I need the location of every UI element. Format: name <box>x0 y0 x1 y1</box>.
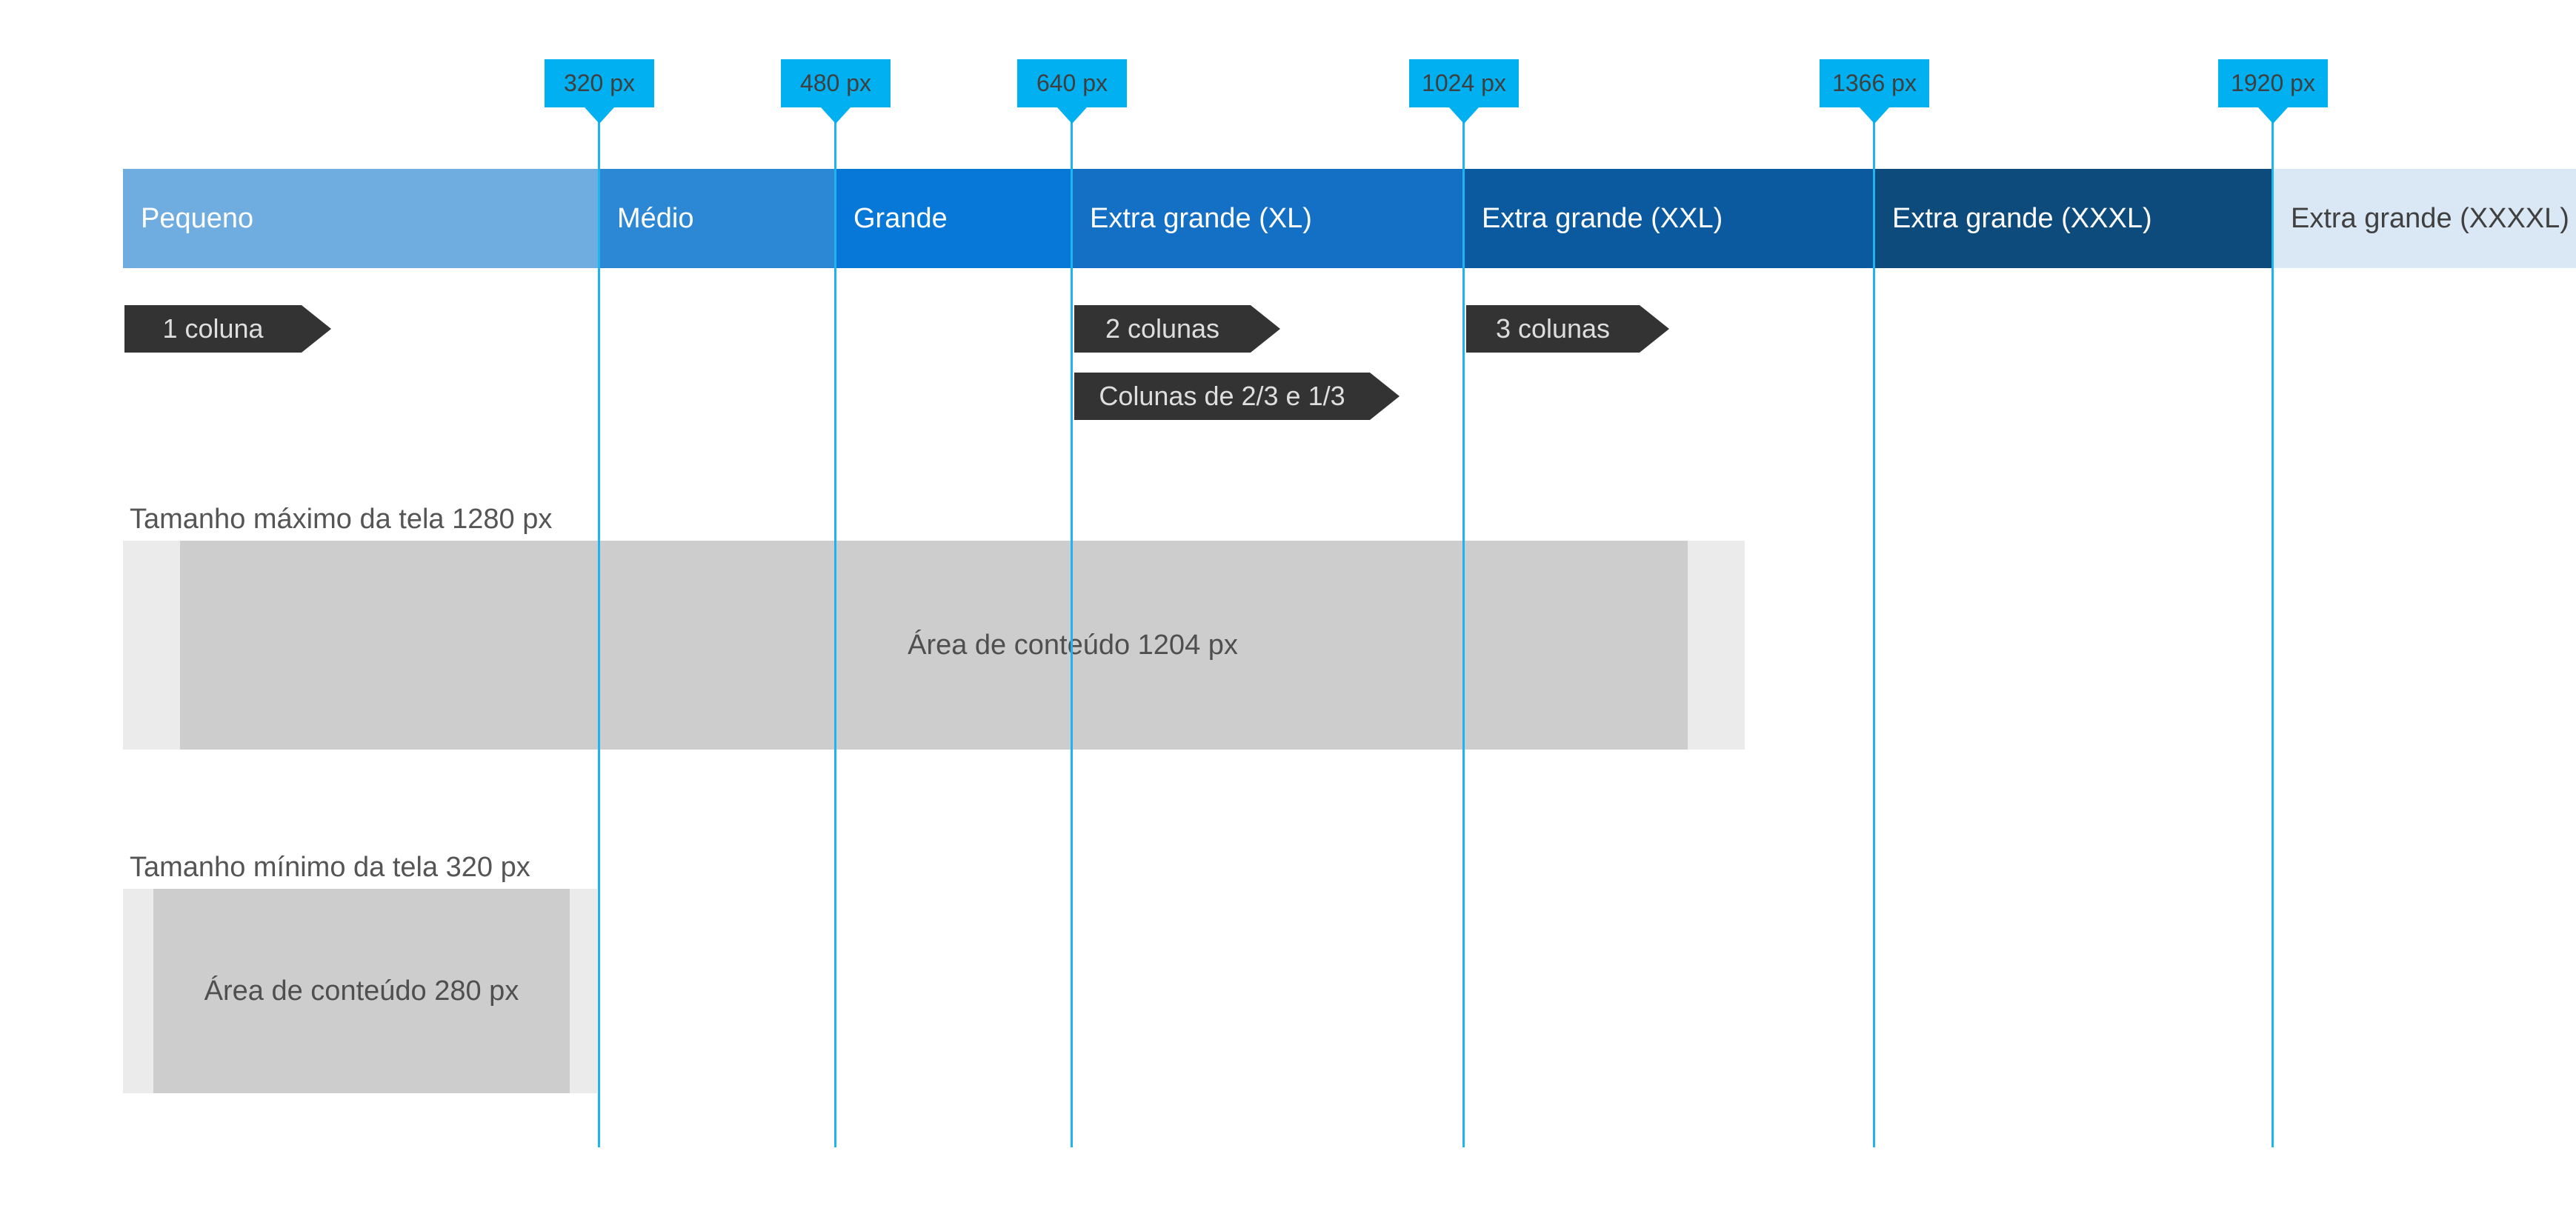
breakpoint-flag-1024: 1024 px <box>1409 59 1519 107</box>
size-segment-xxxl: Extra grande (XXXL) <box>1874 169 2273 268</box>
size-segment-xl: Extra grande (XL) <box>1072 169 1464 268</box>
min-content-area-label: Área de conteúdo 280 px <box>204 975 519 1007</box>
tag-3-colunas: 3 colunas <box>1466 305 1669 353</box>
breakpoint-flag-640: 640 px <box>1017 59 1127 107</box>
size-class-bar: Pequeno Médio Grande Extra grande (XL) E… <box>0 169 2576 268</box>
breakpoint-line-1366 <box>1873 119 1875 1147</box>
flag-pointer-1366 <box>1860 107 1889 124</box>
flag-pointer-480 <box>821 107 851 124</box>
size-segment-xxl: Extra grande (XXL) <box>1464 169 1874 268</box>
flag-pointer-320 <box>585 107 614 124</box>
breakpoint-line-1024 <box>1462 119 1465 1147</box>
tag-colunas-2-3-e-1-3: Colunas de 2/3 e 1/3 <box>1074 373 1400 420</box>
min-content-area <box>153 889 570 1093</box>
breakpoint-line-1920 <box>2272 119 2274 1147</box>
breakpoint-flag-320: 320 px <box>545 59 654 107</box>
max-content-area-label: Área de conteúdo 1204 px <box>908 630 1238 661</box>
max-screen-label: Tamanho máximo da tela 1280 px <box>130 504 553 535</box>
breakpoint-line-320 <box>598 119 600 1147</box>
tag-1-coluna: 1 coluna <box>124 305 331 353</box>
breakpoint-flag-1366: 1366 px <box>1820 59 1929 107</box>
size-segment-xxxxl: Extra grande (XXXXL) <box>2273 169 2576 268</box>
size-segment-grande: Grande <box>836 169 1072 268</box>
max-content-area <box>180 541 1688 750</box>
size-segment-pequeno: Pequeno <box>123 169 599 268</box>
flag-pointer-640 <box>1057 107 1087 124</box>
flag-pointer-1920 <box>2258 107 2288 124</box>
min-screen-label: Tamanho mínimo da tela 320 px <box>130 852 530 883</box>
breakpoint-flag-480: 480 px <box>781 59 891 107</box>
breakpoint-line-640 <box>1071 119 1073 1147</box>
size-segment-medio: Médio <box>599 169 836 268</box>
tag-2-colunas: 2 colunas <box>1074 305 1280 353</box>
flag-pointer-1024 <box>1449 107 1479 124</box>
breakpoint-flag-1920: 1920 px <box>2218 59 2328 107</box>
breakpoint-line-480 <box>834 119 836 1147</box>
